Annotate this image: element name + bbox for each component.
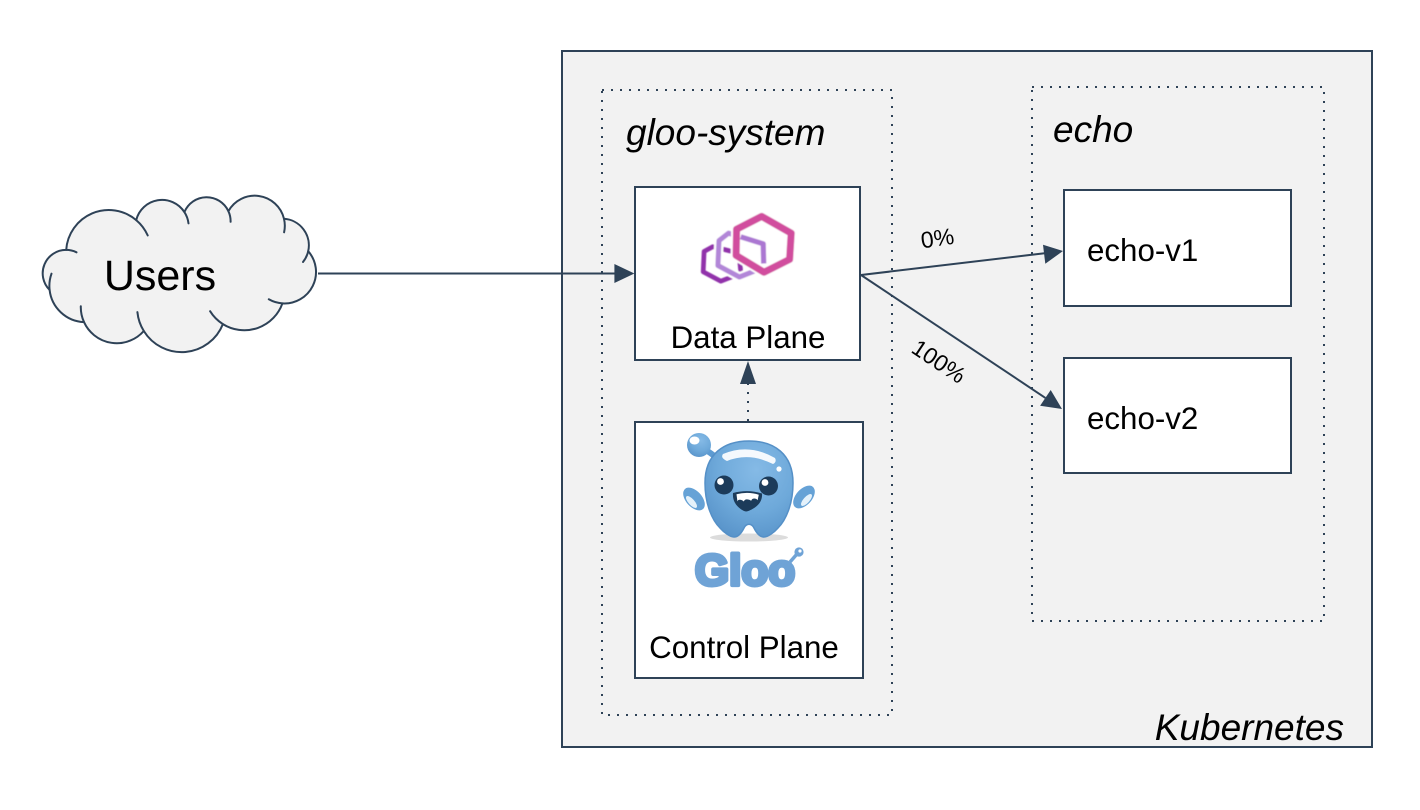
svg-text:Users: Users <box>104 252 216 300</box>
svg-text:Kubernetes: Kubernetes <box>1155 707 1344 748</box>
svg-text:0%: 0% <box>919 223 956 253</box>
svg-text:echo: echo <box>1053 109 1133 150</box>
svg-text:Gloo: Gloo <box>695 546 795 595</box>
svg-text:echo-v2: echo-v2 <box>1087 401 1198 436</box>
svg-text:Control Plane: Control Plane <box>649 630 839 665</box>
svg-text:gloo-system: gloo-system <box>626 112 825 153</box>
svg-text:Data Plane: Data Plane <box>671 320 826 355</box>
svg-text:echo-v1: echo-v1 <box>1087 233 1198 268</box>
